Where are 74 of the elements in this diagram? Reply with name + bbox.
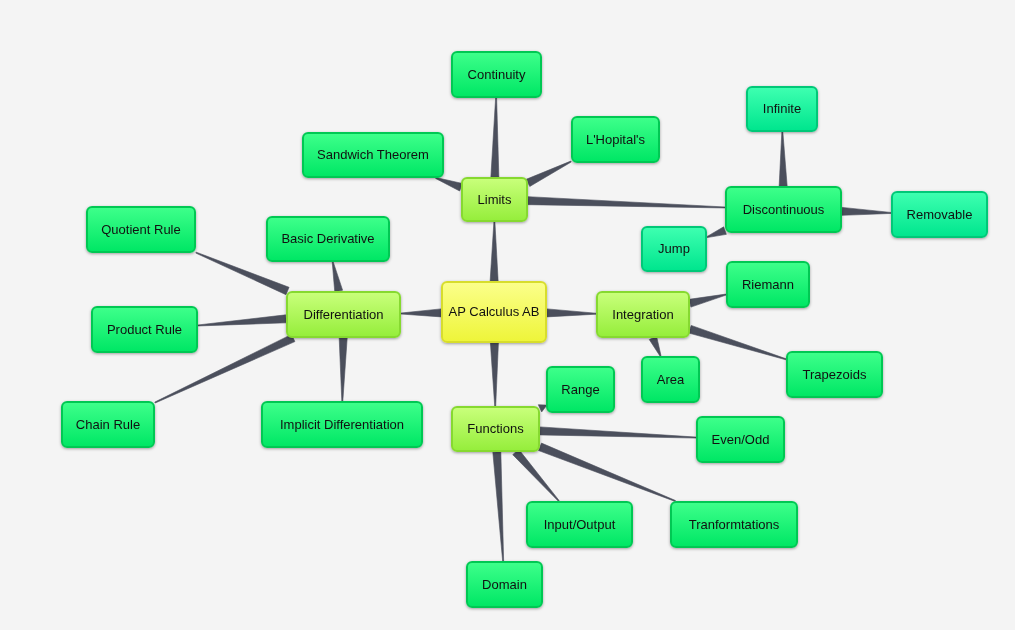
concept-label: Jump	[658, 241, 690, 257]
connector	[688, 293, 727, 308]
connector	[338, 337, 348, 402]
connector	[197, 314, 287, 327]
connector	[400, 308, 442, 318]
concept-label: Limits	[477, 191, 512, 208]
concept-box	[466, 561, 543, 608]
connector	[539, 426, 697, 439]
connector	[490, 342, 499, 407]
concept-label: L'Hopital's	[585, 131, 646, 148]
connector	[546, 308, 597, 318]
concept-label: Integration	[612, 306, 674, 323]
concept-box	[86, 206, 196, 253]
concept-box	[546, 366, 615, 413]
concept-label: Area	[656, 371, 685, 388]
concept-label: Differentiation	[303, 306, 384, 323]
connector	[512, 449, 560, 502]
connector	[525, 160, 572, 187]
concept-box	[461, 177, 528, 222]
concept-box	[641, 356, 700, 403]
concept-label: Basic Derivative	[281, 231, 375, 247]
concept-label: Quotient Rule	[101, 221, 181, 238]
concept-label: Domain	[482, 576, 527, 593]
concept-label: Sandwich Theorem	[317, 147, 429, 163]
connector	[490, 97, 500, 178]
connector	[648, 336, 662, 357]
concept-box	[891, 191, 988, 238]
concept-box	[746, 86, 818, 132]
concept-box	[571, 116, 660, 163]
concept-label: Chain Rule	[75, 416, 141, 433]
concept-box	[286, 291, 401, 338]
concept-box	[670, 501, 798, 548]
concept-label: Product Rule	[106, 321, 183, 338]
concept-box	[261, 401, 423, 448]
connector	[492, 451, 504, 562]
concept-box	[451, 406, 540, 452]
connector	[489, 221, 499, 282]
concept-box	[302, 132, 444, 178]
concept-label: AP Calculus AB	[448, 304, 540, 320]
concept-box	[696, 416, 785, 463]
concept-label: Infinite	[762, 101, 802, 117]
connector	[841, 207, 892, 216]
concept-box	[441, 281, 547, 343]
concept-box	[91, 306, 198, 353]
connector	[435, 177, 463, 192]
concept-box	[266, 216, 390, 262]
connector	[527, 196, 726, 209]
concept-label: Even/Odd	[711, 431, 770, 448]
concept-box	[641, 226, 707, 272]
concept-box	[786, 351, 883, 398]
concept-label: Implicit Differentiation	[279, 416, 404, 433]
connector	[706, 226, 727, 238]
concept-box	[726, 261, 810, 308]
connector	[538, 442, 676, 502]
concept-label: Input/Output	[543, 516, 616, 533]
concept-label: Trapezoids	[802, 366, 867, 383]
concept-label: Functions	[467, 421, 524, 437]
connector	[195, 251, 290, 295]
concept-label: Continuity	[467, 66, 526, 83]
concept-label: Tranformtations	[688, 516, 780, 533]
concept-label: Discontinuous	[742, 201, 825, 218]
concept-box	[596, 291, 690, 338]
connector	[778, 131, 788, 187]
connector	[688, 325, 787, 361]
concept-label: Riemann	[742, 276, 794, 293]
concept-box	[526, 501, 633, 548]
connector	[538, 404, 547, 413]
concept-box	[451, 51, 542, 98]
concept-box	[725, 186, 842, 233]
connector	[331, 261, 343, 293]
concept-label: Range	[561, 381, 600, 398]
connector	[154, 334, 296, 404]
concept-label: Removable	[906, 206, 973, 223]
concept-box	[61, 401, 155, 448]
